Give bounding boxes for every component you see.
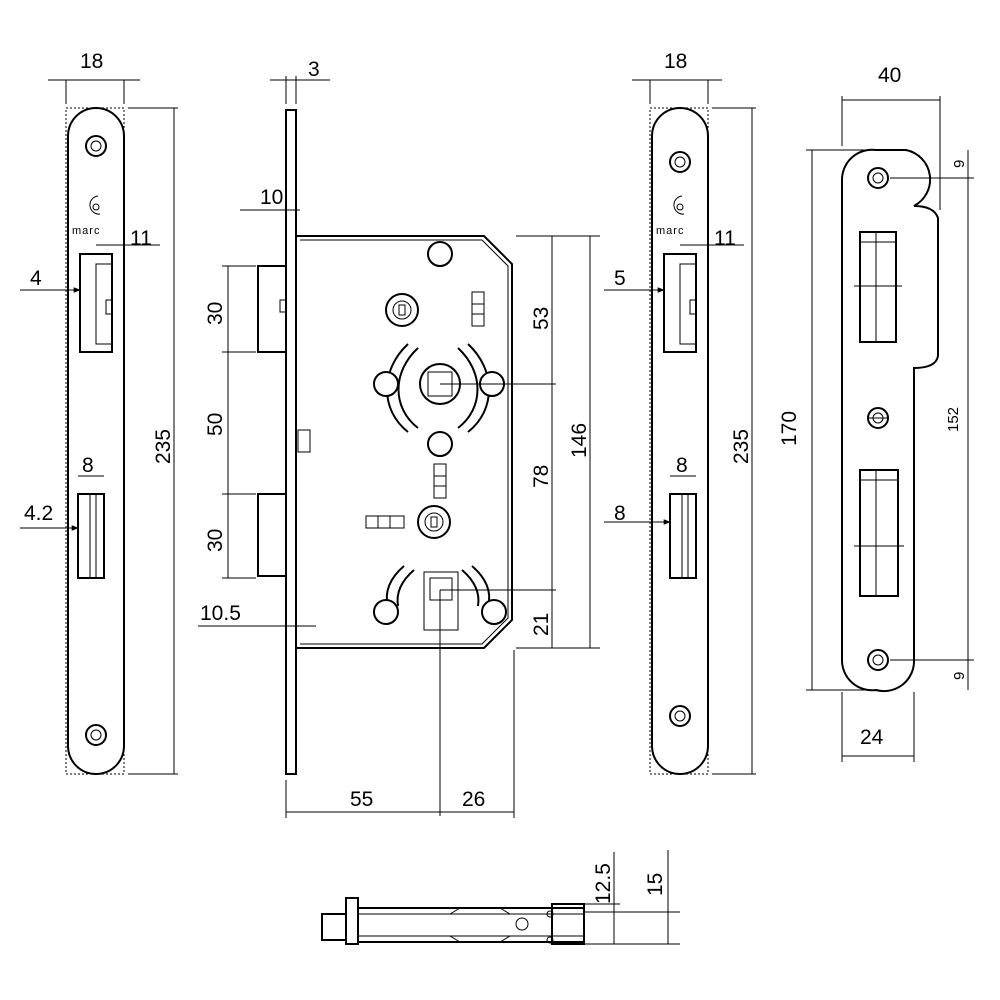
dim-left-width: 18: [80, 50, 103, 73]
right-faceplate-view: marc 18 11 5 235 8 8: [604, 50, 756, 775]
dim-left-bolt-depth: 4.2: [24, 502, 53, 525]
right-faceplate-outline: [651, 107, 709, 775]
bolt-opening: [669, 493, 697, 579]
brand-logo-text: marc: [72, 225, 100, 237]
left-faceplate-view: marc 18 11 4 235 8 4.2: [20, 50, 178, 775]
dim-strike-top-margin: 9: [951, 160, 968, 168]
dim-bolt-height: 30: [204, 529, 227, 552]
dim-backset: 55: [350, 788, 373, 811]
dim-edge-offset: 10: [260, 186, 283, 209]
dim-left-latch-offset: 11: [130, 227, 152, 250]
dim-rear: 26: [462, 788, 485, 811]
dim-top-to-handle: 53: [530, 307, 553, 330]
dim-strike-bottom-margin: 9: [951, 672, 968, 680]
dim-right-width: 18: [664, 50, 687, 73]
lock-body-view: 30 50 30 3 10 10.5 53 78 146 21 55 26: [198, 58, 600, 818]
screw-hole-icon: [85, 135, 107, 157]
dim-strike-inner-width: 24: [860, 726, 884, 749]
brand-logo: marc: [72, 195, 101, 237]
dim-left-bolt-width: 8: [82, 454, 94, 477]
dim-bottom-offset: 10.5: [200, 602, 241, 625]
left-faceplate-outline: [67, 107, 125, 775]
dim-left-height: 235: [152, 429, 175, 464]
latch-slot: [859, 231, 897, 343]
bolt-opening: [77, 493, 105, 579]
front-plate: [285, 109, 297, 775]
dim-thickness-outer: 15: [644, 873, 667, 896]
brand-logo: marc: [656, 195, 685, 237]
dim-right-bolt-width: 8: [676, 454, 688, 477]
screw-hole-icon: [669, 151, 691, 173]
dim-right-latch-offset: 11: [714, 227, 736, 250]
dim-latch-height: 30: [204, 302, 227, 325]
dead-bolt: [257, 493, 287, 577]
bolt-slot: [859, 469, 899, 597]
lock-cylinder-icon: [417, 505, 451, 539]
dim-gap: 50: [204, 413, 227, 436]
dim-screw-spacing: 152: [945, 407, 962, 432]
mounting-hole-icon: [427, 241, 453, 267]
screw-hole-icon: [867, 649, 889, 671]
dim-body-height: 146: [568, 423, 591, 458]
lock-case: [296, 235, 513, 649]
brand-logo-text: marc: [656, 225, 684, 237]
dim-left-latch-depth: 4: [30, 267, 42, 290]
screw-hole-icon: [669, 705, 691, 727]
screw-hole-icon: [867, 167, 889, 189]
screw-hole-icon: [85, 724, 107, 746]
side-view: 12.5 15: [321, 850, 680, 945]
lock-cylinder-icon: [385, 293, 419, 327]
dim-right-height: 235: [730, 429, 753, 464]
strike-plate-view: 40 170 9 152 9 24: [778, 64, 974, 762]
latch-bolt: [257, 265, 287, 353]
dim-plate-thickness: 3: [308, 58, 320, 81]
dim-handle-to-bolt: 78: [530, 465, 553, 488]
dim-thickness-inner: 12.5: [592, 863, 615, 904]
dim-bottom: 21: [530, 613, 553, 636]
dim-right-bolt-depth: 8: [614, 502, 626, 525]
dim-strike-width: 40: [878, 64, 901, 87]
mounting-hole-icon: [427, 431, 453, 457]
strike-plate-outline: [840, 148, 939, 693]
dim-strike-height: 170: [778, 411, 801, 446]
dim-right-latch-depth: 5: [614, 267, 626, 290]
